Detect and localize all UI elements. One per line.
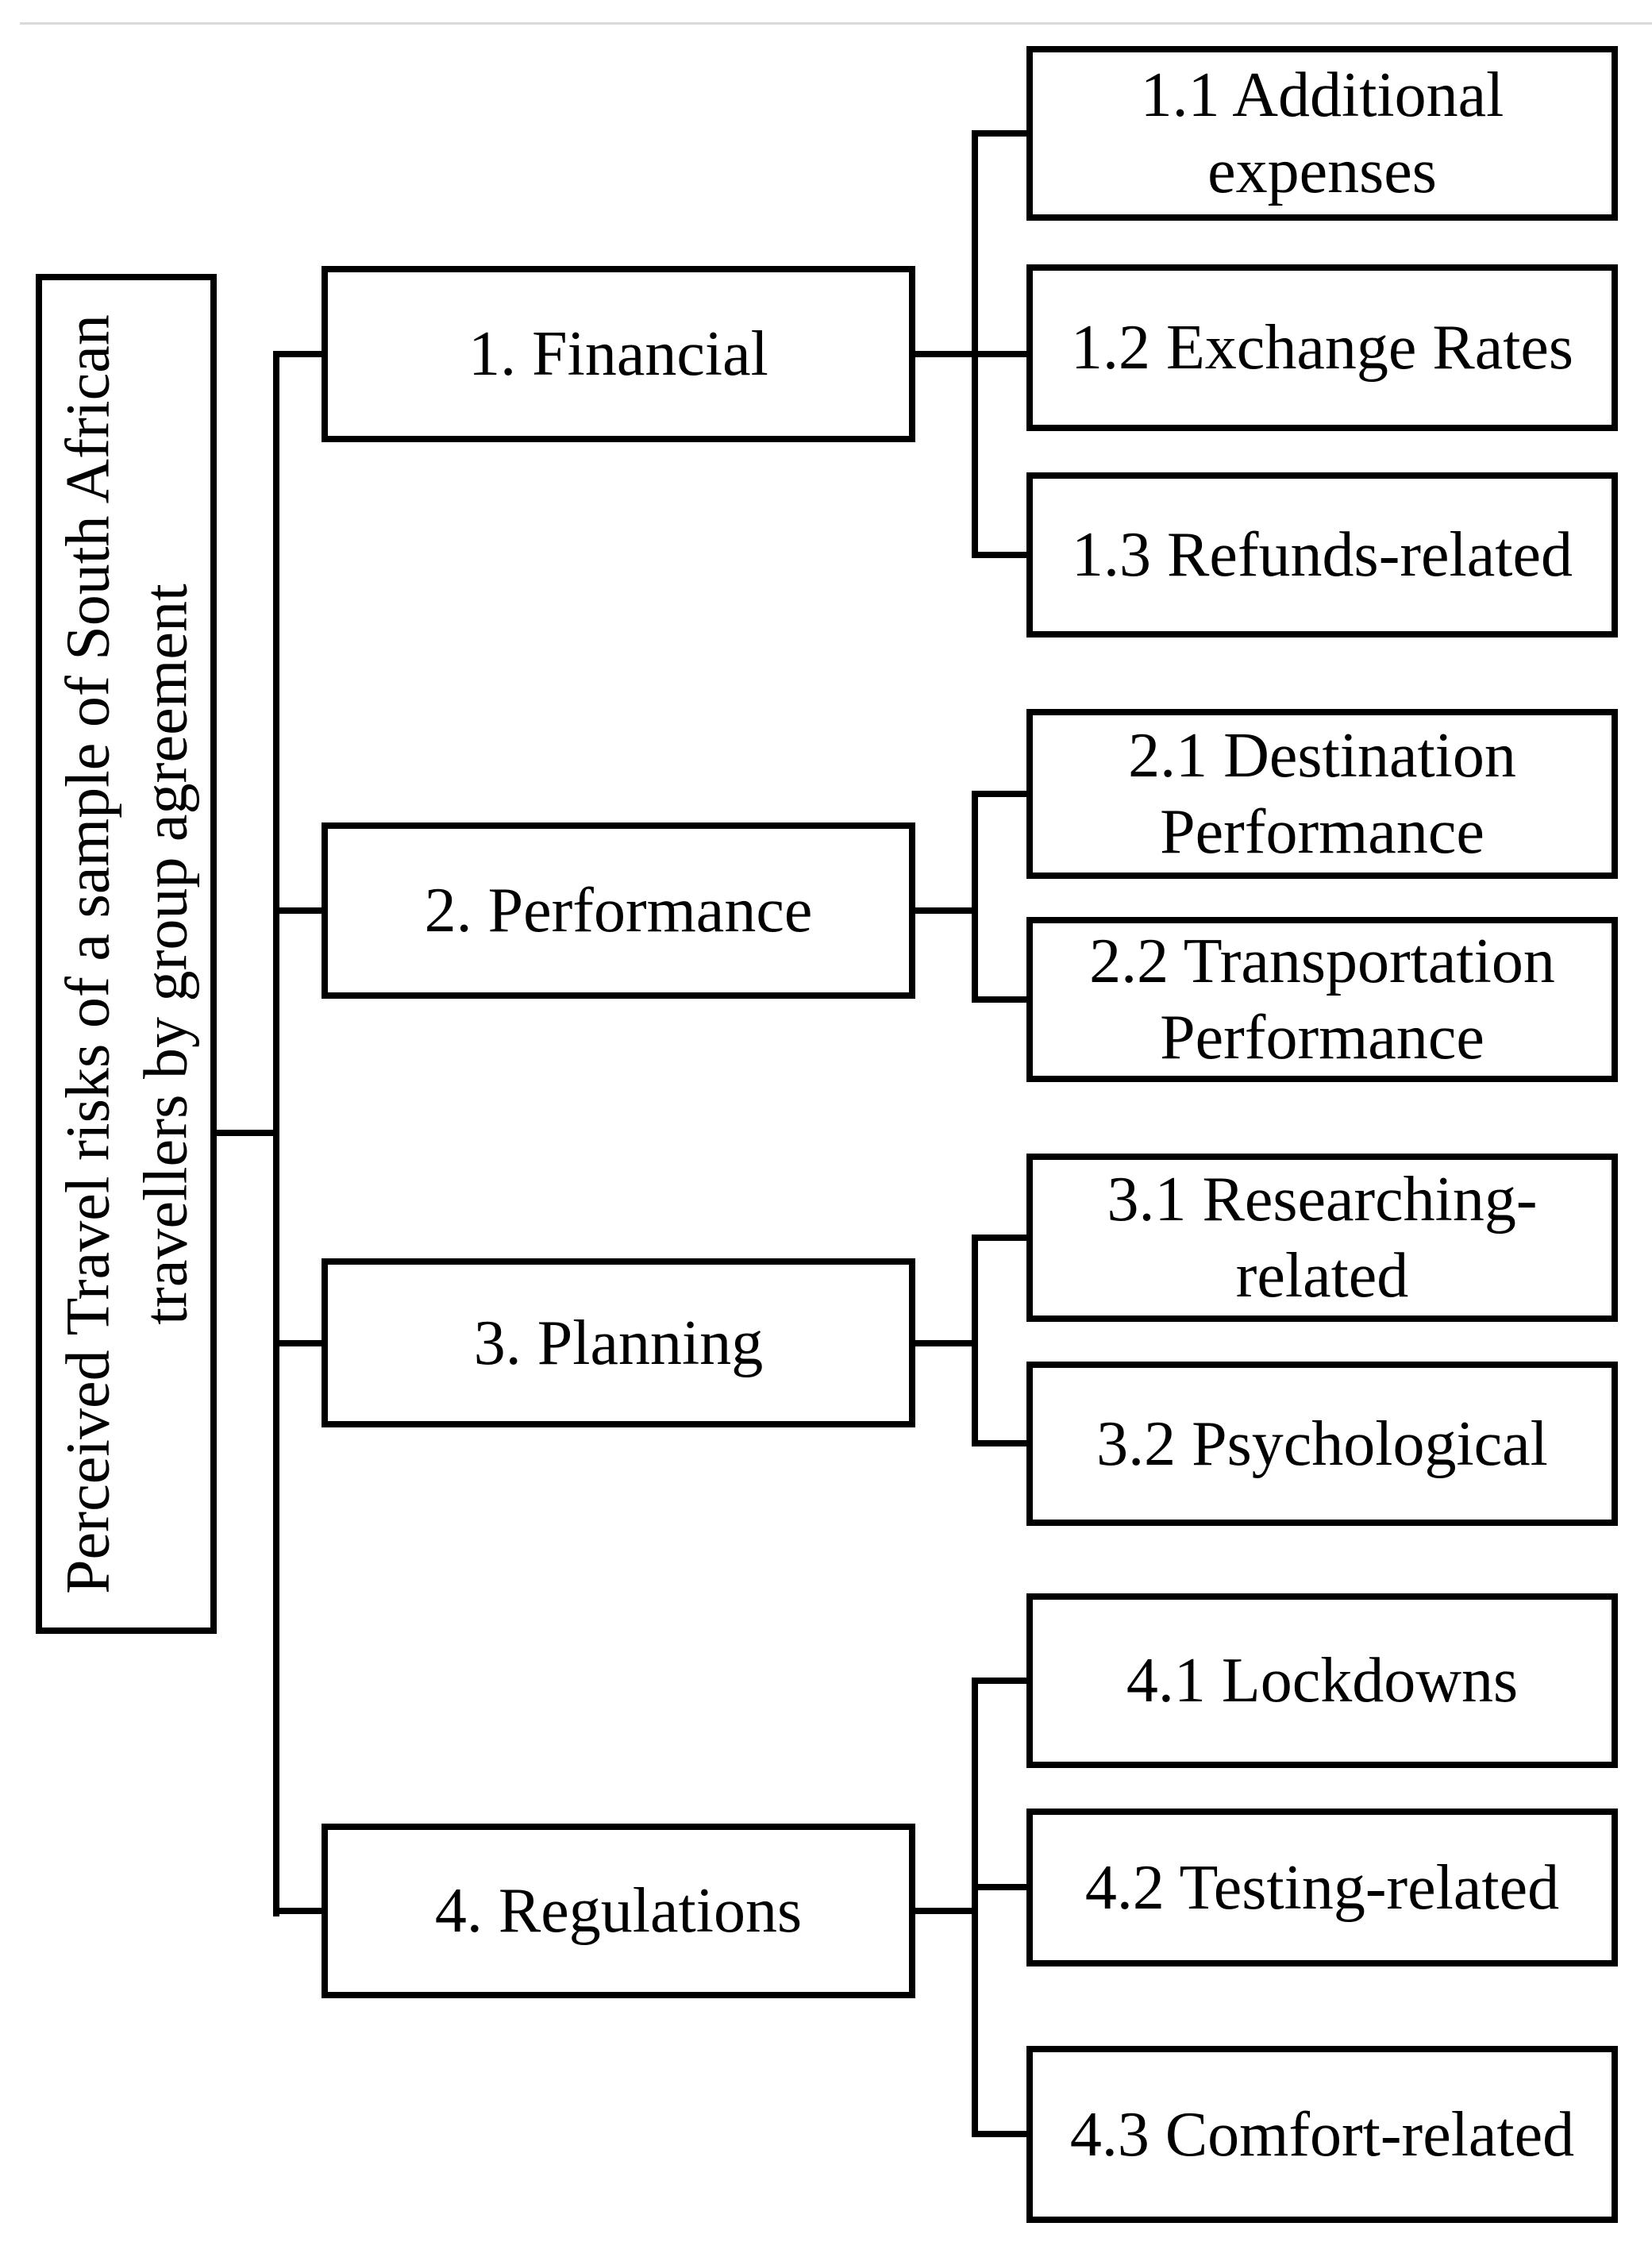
category-label-regulations: 4. Regulations — [434, 1876, 803, 1946]
connector-child-stub-4-3 — [972, 2131, 1033, 2137]
sub-node-label: 3.1 Researching-related — [1107, 1165, 1538, 1311]
category-node-performance: 2. Performance — [322, 822, 915, 999]
sub-node-label: 2.1 Destination Performance — [1128, 721, 1516, 867]
sub-node-label: 3.2 Psychological — [1096, 1408, 1548, 1479]
category-label-financial: 1. Financial — [468, 319, 768, 389]
connector-root-stub — [217, 1130, 279, 1136]
sub-node-label: 1.3 Refunds-related — [1072, 520, 1573, 590]
sub-node-1-2-exchange-rates: 1.2 Exchange Rates — [1026, 264, 1618, 431]
sub-node-label: 4.2 Testing-related — [1084, 1852, 1560, 1923]
connector-right-stub-4 — [912, 1908, 978, 1914]
connector-child-stub-2-1 — [972, 791, 1033, 797]
sub-node-3-2-psychological: 3.2 Psychological — [1026, 1362, 1618, 1526]
sub-node-label: 1.1 Additional expenses — [1140, 60, 1504, 206]
connector-stub-category-3 — [273, 1340, 328, 1346]
sub-node-2-2-transportation-performance: 2.2 Transportation Performance — [1026, 917, 1618, 1082]
sub-node-3-1-researching-related: 3.1 Researching-related — [1026, 1154, 1618, 1322]
connector-child-stub-3-2 — [972, 1440, 1033, 1446]
category-node-regulations: 4. Regulations — [322, 1824, 915, 1998]
connector-right-stub-1 — [912, 351, 978, 357]
sub-node-4-1-lockdowns: 4.1 Lockdowns — [1026, 1593, 1618, 1768]
category-node-planning: 3. Planning — [322, 1258, 915, 1427]
sub-node-4-3-comfort-related: 4.3 Comfort-related — [1026, 2046, 1618, 2223]
connector-child-trunk-2 — [972, 791, 978, 1003]
root-label-line-2: travellers by group agreement — [130, 583, 199, 1325]
root-label-line-1: Perceived Travel risks of a sample of So… — [52, 314, 122, 1594]
category-label-planning: 3. Planning — [473, 1308, 764, 1378]
sub-node-label: 4.1 Lockdowns — [1126, 1646, 1519, 1716]
root-node: Perceived Travel risks of a sample of So… — [36, 274, 217, 1634]
connector-stub-category-1 — [273, 351, 328, 357]
connector-right-stub-3 — [912, 1340, 978, 1346]
connector-child-stub-1-1 — [972, 130, 1033, 137]
connector-child-trunk-3 — [972, 1235, 978, 1446]
connector-child-stub-4-1 — [972, 1678, 1033, 1684]
category-node-financial: 1. Financial — [322, 266, 915, 442]
connector-main-trunk — [273, 351, 279, 1916]
sub-node-1-3-refunds-related: 1.3 Refunds-related — [1026, 472, 1618, 638]
connector-stub-category-2 — [273, 907, 328, 914]
connector-child-trunk-4 — [972, 1678, 978, 2137]
connector-child-stub-1-3 — [972, 552, 1033, 558]
connector-child-stub-4-2 — [972, 1884, 1033, 1890]
root-node-label: Perceived Travel risks of a sample of So… — [49, 283, 204, 1625]
sub-node-label: 1.2 Exchange Rates — [1070, 313, 1574, 383]
sub-node-4-2-testing-related: 4.2 Testing-related — [1026, 1809, 1618, 1966]
page-top-rule — [20, 22, 1652, 25]
connector-child-stub-2-2 — [972, 996, 1033, 1003]
connector-child-stub-3-1 — [972, 1235, 1033, 1241]
connector-child-stub-1-2 — [972, 351, 1033, 357]
connector-right-stub-2 — [912, 907, 978, 914]
category-label-performance: 2. Performance — [424, 876, 813, 946]
sub-node-2-1-destination-performance: 2.1 Destination Performance — [1026, 709, 1618, 879]
sub-node-label: 2.2 Transportation Performance — [1089, 926, 1555, 1073]
connector-stub-category-4 — [273, 1908, 328, 1914]
sub-node-1-1-additional-expenses: 1.1 Additional expenses — [1026, 46, 1618, 221]
sub-node-label: 4.3 Comfort-related — [1069, 2099, 1575, 2170]
connector-child-trunk-1 — [972, 130, 978, 558]
